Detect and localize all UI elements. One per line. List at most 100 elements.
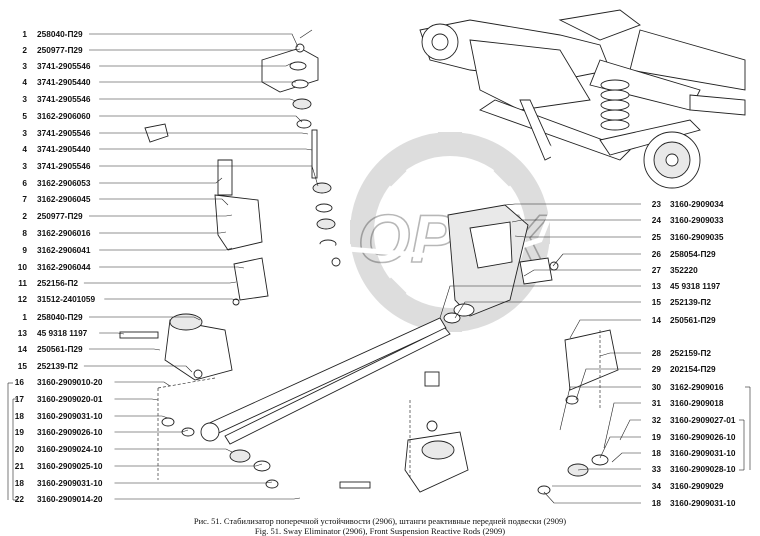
callout-number: 21 (15, 461, 25, 471)
stabilizer-bar (121, 123, 563, 306)
callout-number: 5 (22, 111, 27, 121)
reactive-rod (119, 313, 451, 489)
leader-line (543, 491, 641, 504)
callout-number: 15 (18, 361, 28, 371)
callout-part-code: 31512-2401059 (37, 294, 96, 304)
leader-line (569, 319, 641, 339)
leader-line (99, 115, 303, 123)
leader-line (114, 463, 263, 467)
leader-line (89, 33, 299, 48)
callout-left-15: 10 3162-2906044 (18, 262, 245, 272)
callout-part-code: 3160-2909031-10 (670, 448, 736, 458)
caption-ru: Рис. 51. Стабилизатор поперечной устойчи… (193, 516, 567, 526)
leader-line (99, 247, 233, 251)
callout-part-code: 250977-П29 (37, 211, 83, 221)
callout-part-code: 252159-П2 (670, 348, 711, 358)
leader-line (552, 253, 641, 267)
callout-part-code: 3160-2909033 (670, 215, 724, 225)
callout-number: 2 (22, 45, 27, 55)
callout-number: 26 (652, 249, 662, 259)
callout-left-19: 13 45 9318 1197 (18, 328, 125, 338)
callout-part-code: 3160-2909028-10 (670, 464, 736, 474)
callout-part-code: 45 9318 1197 (670, 281, 721, 291)
callout-right-11: 30 3162-2909016 (559, 382, 724, 431)
callout-part-code: 3160-2909029 (670, 481, 724, 491)
callout-number: 13 (18, 328, 28, 338)
callout-part-code: 252139-П2 (670, 297, 711, 307)
leader-line (99, 266, 245, 269)
callout-right-17: 34 3160-2909029 (552, 481, 724, 491)
leader-line (511, 219, 641, 223)
callout-number: 3 (22, 61, 27, 71)
leader-line (114, 415, 169, 419)
leader-line (99, 177, 223, 184)
callout-part-code: 250561-П29 (37, 344, 83, 354)
leader-line (599, 352, 641, 357)
callout-part-code: 3160-2909024-10 (37, 444, 103, 454)
callout-number: 4 (22, 144, 27, 154)
callout-number: 8 (22, 228, 27, 238)
callout-part-code: 3162-2906045 (37, 194, 91, 204)
callout-part-code: 3162-2909016 (670, 382, 724, 392)
callout-part-code: 3741-2905546 (37, 161, 91, 171)
leader-line (99, 165, 319, 187)
callout-part-code: 3160-2909027-01 (670, 415, 736, 425)
callout-number: 13 (652, 281, 662, 291)
leader-line (99, 198, 229, 206)
callout-number: 34 (652, 481, 662, 491)
leader-line (99, 132, 309, 135)
stabilizer-link-stack (261, 29, 341, 267)
callout-part-code: 3160-2909025-10 (37, 461, 103, 471)
callout-number: 16 (15, 377, 25, 387)
callout-part-code: 3741-2905546 (37, 61, 91, 71)
callout-number: 10 (18, 262, 28, 272)
leader-line (114, 497, 301, 500)
right-group-brackets (739, 386, 751, 471)
leader-line (114, 429, 189, 433)
callout-number: 20 (15, 444, 25, 454)
callout-right-4: 26 258054-П29 (552, 249, 716, 267)
callout-number: 12 (18, 294, 28, 304)
callout-number: 6 (22, 178, 27, 188)
callout-part-code: 3162-2906060 (37, 111, 91, 121)
callout-part-code: 252156-П2 (37, 278, 78, 288)
caption-en: Fig. 51. Sway Eliminator (2906), Front S… (254, 526, 506, 536)
callout-part-code: 3162-2906041 (37, 245, 91, 255)
leader-line (599, 436, 641, 459)
callout-number: 7 (22, 194, 27, 204)
leader-line (83, 281, 237, 284)
callout-part-code: 3162-2906044 (37, 262, 91, 272)
callout-number: 18 (15, 411, 25, 421)
leader-line (99, 148, 313, 151)
callout-part-code: 3162-2906016 (37, 228, 91, 238)
callout-left-17: 12 31512-2401059 (18, 294, 239, 304)
callout-left-3: 3 3741-2905546 (22, 61, 293, 71)
callout-part-code: 3160-2909018 (670, 398, 724, 408)
callout-number: 30 (652, 382, 662, 392)
leader-line (99, 332, 125, 335)
leader-line (575, 368, 641, 401)
callout-number: 29 (652, 364, 662, 374)
callout-part-code: 250561-П29 (670, 315, 716, 325)
leader-line (454, 301, 641, 319)
callout-number: 17 (15, 394, 25, 404)
callout-part-code: 258054-П29 (670, 249, 716, 259)
callout-number: 11 (18, 278, 27, 288)
callout-number: 15 (652, 297, 662, 307)
callout-part-code: 45 9318 1197 (37, 328, 88, 338)
callout-number: 22 (15, 494, 25, 504)
leader-line (114, 481, 273, 484)
